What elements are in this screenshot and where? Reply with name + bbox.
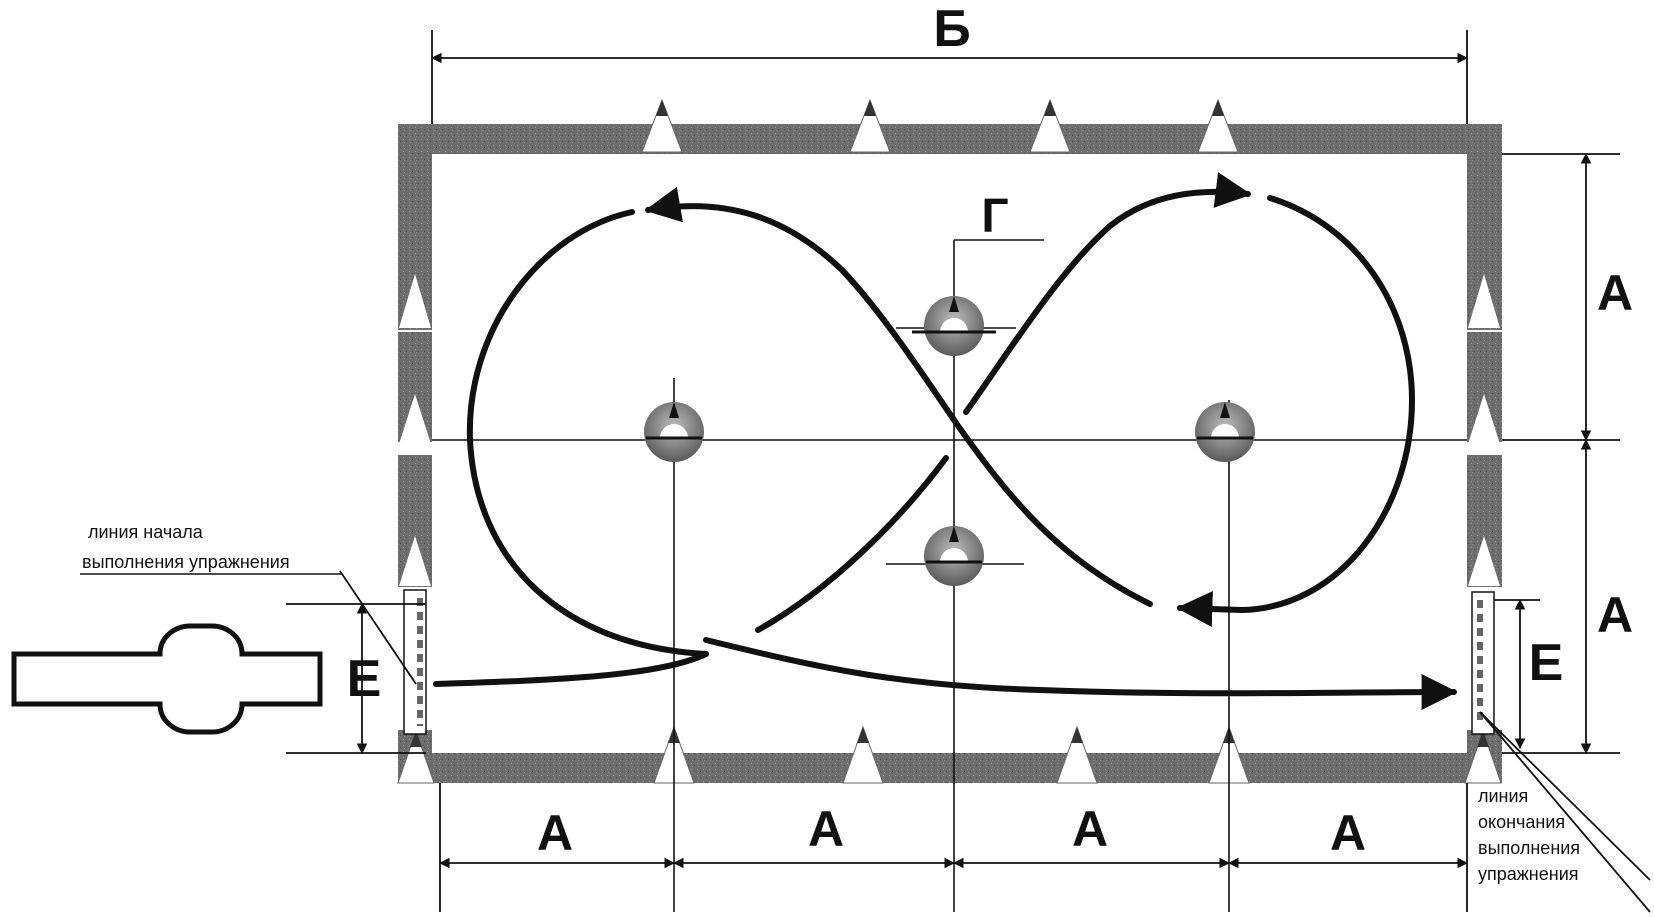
start-line-note: линия начала <box>88 522 204 542</box>
top-border <box>398 124 1502 154</box>
figure-eight-path <box>433 172 1458 711</box>
cone-icon <box>1464 729 1502 784</box>
cone-icon <box>397 729 435 784</box>
end-line-note: линия <box>1478 786 1528 806</box>
dimension-lines <box>286 30 1651 913</box>
cone-icon <box>641 98 683 153</box>
cone-icon <box>1029 98 1071 153</box>
pin-icon <box>644 402 704 462</box>
end-line-note: упражнения <box>1478 864 1579 884</box>
cone-icon <box>1468 536 1500 586</box>
end-line-note: выполнения <box>1478 838 1580 858</box>
cone-icon <box>399 274 431 328</box>
pin-icon <box>924 526 984 586</box>
cone-icon <box>1056 725 1098 784</box>
cone-icon <box>842 725 884 784</box>
pin-icon <box>912 296 996 356</box>
step-a-label: А <box>1597 265 1633 321</box>
start-offset-label: Е <box>347 650 382 708</box>
end-line-note: окончания <box>1478 812 1565 832</box>
start-line-note: выполнения упражнения <box>82 552 290 572</box>
cone-icon <box>1197 98 1239 153</box>
pins <box>644 296 1255 586</box>
vehicle-icon <box>11 623 323 735</box>
bottom-border <box>398 753 1502 783</box>
width-label: Б <box>933 0 970 58</box>
end-offset-label: Е <box>1529 634 1564 692</box>
step-a-label: А <box>1330 805 1366 861</box>
cones <box>397 98 1502 784</box>
cone-icon <box>399 536 431 586</box>
step-a-label: А <box>1072 801 1108 857</box>
step-a-label: А <box>808 801 844 857</box>
step-a-label: А <box>537 805 573 861</box>
center-marker-label: Г <box>981 190 1008 243</box>
end-line <box>1471 591 1495 735</box>
pin-icon <box>1195 402 1255 462</box>
cone-icon <box>1468 394 1500 444</box>
cone-icon <box>1468 274 1500 328</box>
cone-icon <box>849 98 891 153</box>
cone-icon <box>399 394 431 444</box>
start-line <box>403 589 427 735</box>
step-a-label: А <box>1597 587 1633 643</box>
